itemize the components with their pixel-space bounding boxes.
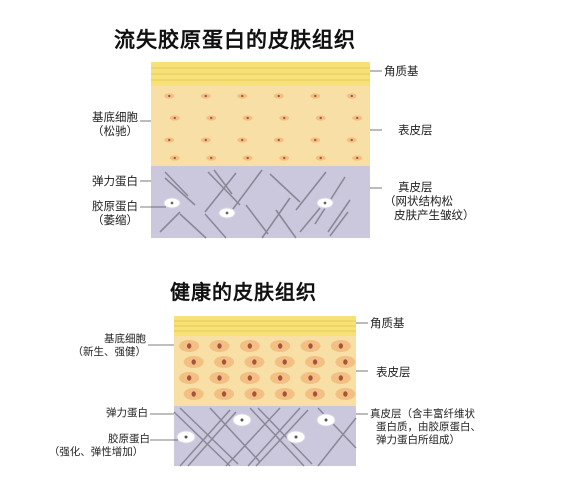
- cell-nucleus: [283, 116, 286, 120]
- cell-nucleus: [246, 116, 249, 120]
- cell-nucleus: [308, 343, 313, 349]
- top-dermis-label: 真皮层 （网状结构松 皮肤产生皱纹）: [384, 180, 475, 222]
- cell-nucleus: [247, 375, 253, 381]
- cell-nucleus: [312, 359, 318, 365]
- bottom-basal-cells: [179, 340, 356, 400]
- cell-nucleus: [173, 156, 176, 160]
- cell-nucleus: [191, 391, 196, 397]
- top-basal-cell-label: 基底细胞 （松驰）: [92, 110, 138, 138]
- top-elastin-cells: [163, 197, 334, 219]
- bottom-dermis-label: 真皮层（含丰富纤维状 蛋白质，由胶原蛋白、 弹力蛋白所组成）: [370, 408, 481, 446]
- cell-nucleus: [186, 343, 192, 349]
- cell-nucleus: [246, 156, 249, 160]
- cell-nucleus: [191, 359, 196, 365]
- bottom-collagen-fibers: [173, 407, 357, 467]
- cell-nucleus: [350, 138, 353, 142]
- cell-nucleus: [210, 156, 213, 160]
- bottom-epidermis-label: 表皮层: [376, 365, 411, 379]
- cell-nucleus: [319, 116, 322, 120]
- cell-nucleus: [350, 94, 353, 98]
- cell-nucleus: [319, 156, 322, 160]
- bottom-epidermis-layer: [174, 336, 356, 406]
- bottom-elastin-label: 弹力蛋白: [106, 407, 148, 419]
- cell-nucleus: [338, 375, 344, 381]
- cell-nucleus: [168, 94, 171, 98]
- cell-nucleus: [252, 359, 257, 365]
- top-stratum-corneum-label: 角质基: [384, 64, 419, 78]
- cell-nucleus: [241, 94, 244, 98]
- bottom-elastin-cells: [176, 413, 336, 444]
- top-basal-cells: [164, 93, 363, 161]
- cell-nucleus: [277, 375, 283, 381]
- cell-nucleus: [210, 116, 213, 120]
- cell-nucleus: [247, 343, 253, 349]
- top-collagen-fibers: [159, 169, 351, 239]
- top-epidermis-label: 表皮层: [398, 123, 433, 137]
- cell-nucleus: [308, 375, 313, 381]
- cell-nucleus: [282, 359, 287, 365]
- cell-nucleus: [283, 156, 286, 160]
- top-collagen-label: 胶原蛋白 （萎缩）: [92, 199, 138, 227]
- top-skin-cross-section: [140, 62, 382, 239]
- bottom-skin-cross-section: [148, 316, 368, 467]
- bottom-diagram-title: 健康的皮肤组织: [170, 280, 317, 304]
- cell-nucleus: [343, 391, 348, 397]
- cell-nucleus: [277, 94, 280, 98]
- cell-nucleus: [173, 116, 176, 120]
- cell-nucleus: [217, 343, 222, 349]
- cell-nucleus: [204, 94, 207, 98]
- top-epidermis-layer: [151, 86, 370, 166]
- cell-nucleus: [277, 138, 280, 142]
- top-elastin-label: 弹力蛋白: [92, 174, 138, 188]
- cell-nucleus: [338, 343, 344, 349]
- cell-nucleus: [312, 391, 318, 397]
- cell-nucleus: [252, 391, 257, 397]
- cell-nucleus: [356, 116, 359, 120]
- cell-nucleus: [277, 343, 283, 349]
- top-diagram-title: 流失胶原蛋白的皮肤组织: [114, 28, 356, 52]
- cell-nucleus: [282, 391, 287, 397]
- cell-nucleus: [343, 359, 348, 365]
- bottom-collagen-label: 胶原蛋白 （强化、弹性增加）: [48, 433, 150, 458]
- cell-nucleus: [186, 375, 192, 381]
- cell-nucleus: [314, 138, 317, 142]
- cell-nucleus: [204, 138, 207, 142]
- cell-nucleus: [221, 359, 227, 365]
- cell-nucleus: [314, 94, 317, 98]
- cell-nucleus: [356, 156, 359, 160]
- bottom-stratum-corneum-label: 角质基: [370, 316, 405, 330]
- cell-nucleus: [241, 138, 244, 142]
- bottom-basal-cell-label: 基底细胞 （新生、强健）: [72, 333, 147, 358]
- cell-nucleus: [217, 375, 222, 381]
- cell-nucleus: [168, 138, 171, 142]
- cell-nucleus: [221, 391, 227, 397]
- top-dermis-layer: [151, 166, 370, 238]
